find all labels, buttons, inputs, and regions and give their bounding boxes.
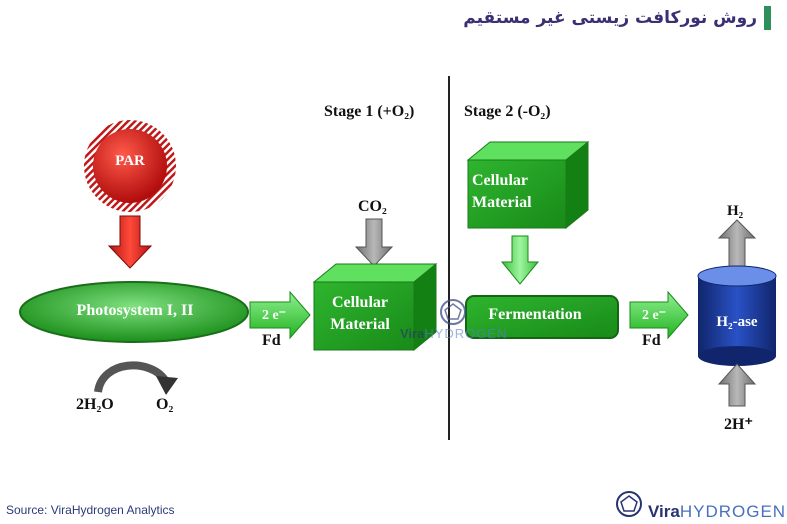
stage-divider [448,76,450,440]
co2-arrow [354,218,394,267]
photosystem-ellipse [19,281,249,343]
electron-arrow-1 [249,290,311,340]
co2-label: CO₂ [358,198,387,215]
watermark-hydrogen: HYDROGEN [424,326,508,341]
par-label: PAR [115,153,145,169]
title-accent-bar [764,6,771,30]
electron-arrow-2 [629,290,689,340]
logo-vira: Vira [648,502,680,521]
water-label: 2H₂O [76,396,114,413]
watermark-logo-icon [440,299,466,325]
electrons-label-1: 2 e⁻ [261,308,287,323]
electrons-label-2: 2 e⁻ [641,308,667,323]
source-caption: Source: ViraHydrogen Analytics [6,503,175,517]
vira-logo: ViraHYDROGEN [648,502,786,522]
fermentation-box [465,295,619,339]
protons-label: 2H⁺ [724,416,753,433]
water-split-arrow [94,361,169,393]
stage-2-label: Stage 2 (-O₂) [464,103,551,120]
h2ase-cylinder [697,265,777,366]
fermentation-label: Fermentation [488,306,582,323]
vira-logo-icon [616,491,642,517]
stage-1-label: Stage 1 (+O₂) [324,103,415,120]
oxygen-label: O₂ [156,396,174,413]
watermark-logo: ViraHYDROGEN [400,326,507,341]
light-arrow [107,215,153,269]
protons-arrow [717,363,757,407]
h2-arrow [717,219,757,273]
cellular-material-label-2: Cellular Material [472,172,532,211]
photosystem-label: Photosystem I, II [76,302,194,319]
h2-label: H₂ [727,203,744,219]
cellular-material-label-1: Cellular Material [330,294,390,333]
to-fermentation-arrow [500,235,540,285]
water-split-arrowhead [156,376,178,395]
h2ase-label: H₂-ase [716,314,758,330]
fd-label-2: Fd [642,332,661,349]
cellular-material-box-1 [312,262,438,352]
par-sun [84,120,176,212]
page-title: روش نورکافت زیستی غیر مستقیم [463,8,757,28]
watermark-vira: Vira [400,326,425,341]
logo-hydrogen: HYDROGEN [679,502,787,521]
cellular-material-box-2 [466,140,590,230]
fd-label-1: Fd [262,332,281,349]
